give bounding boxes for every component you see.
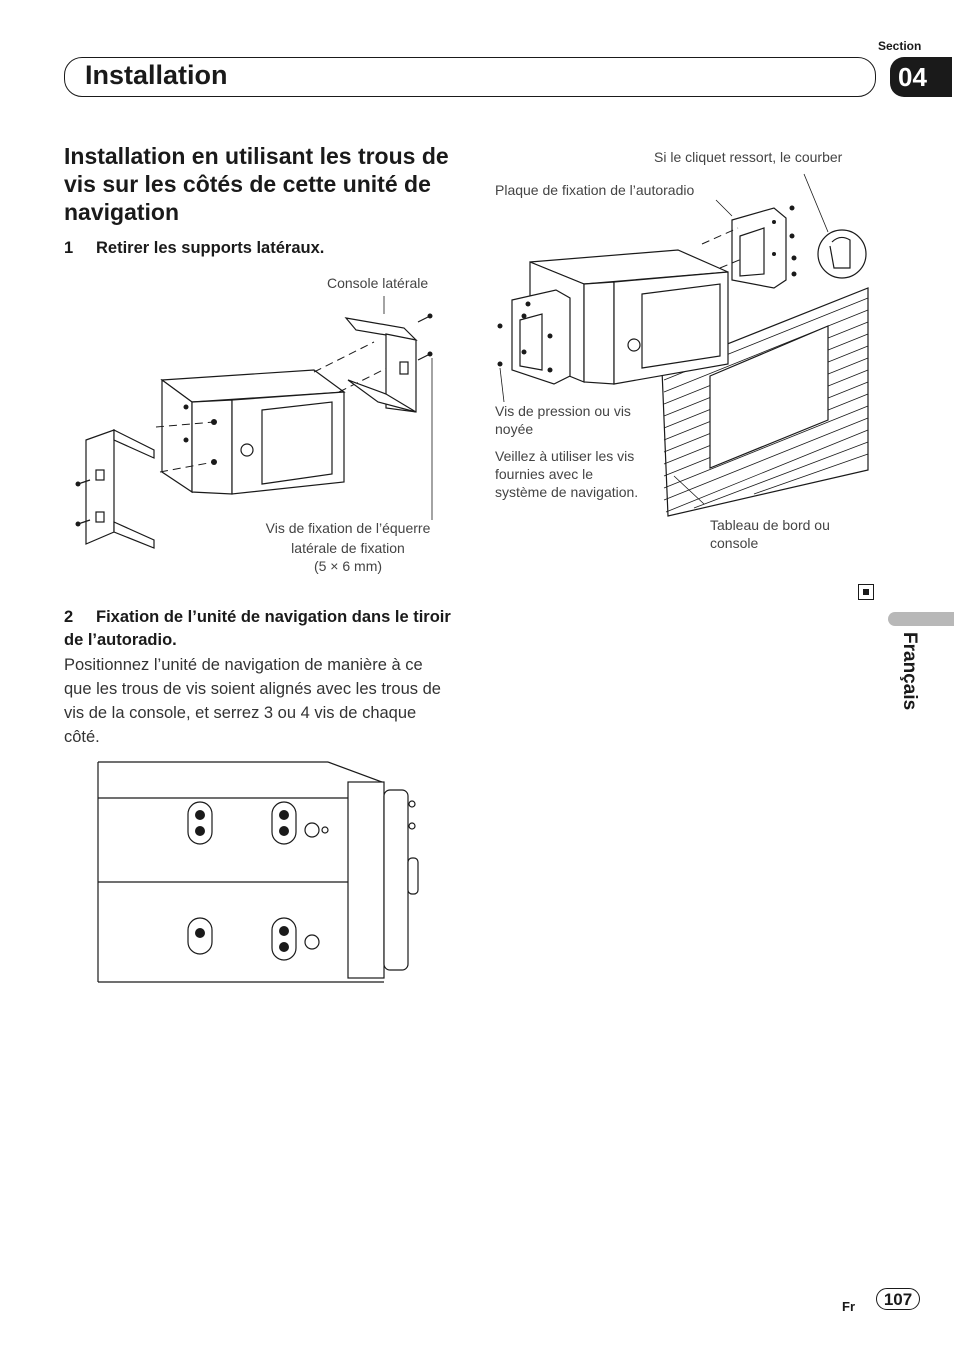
step-2-body: Positionnez l’unité de navigation de man… — [64, 656, 441, 746]
label-plaque: Plaque de fixation de l’autoradio — [495, 182, 695, 198]
figure-side-holes — [97, 761, 419, 983]
step-2-text: Fixation de l’unité de navigation dans l… — [64, 608, 451, 649]
label-tableau-line2: console — [710, 535, 759, 551]
language-label: Français — [886, 632, 926, 732]
label-vis-fixation-line2: latérale de fixation — [291, 540, 405, 556]
label-vis-fixation: Vis de fixation de l’équerre latérale de… — [240, 519, 456, 575]
language-tab — [888, 612, 954, 626]
step-2-number: 2 — [64, 608, 74, 626]
step-1-number: 1 — [64, 239, 74, 257]
step-1-text: Retirer les supports latéraux. — [96, 239, 325, 257]
page-title-bar: Installation — [64, 57, 876, 97]
section-heading: Installation en utilisant les trous de v… — [64, 143, 449, 225]
label-tableau: Tableau de bord ou console — [710, 516, 830, 552]
label-veillez-line1: Veillez à utiliser les vis — [495, 448, 635, 464]
section-number-badge: 04 — [890, 57, 952, 97]
label-vis-fixation-line1: Vis de fixation de l’équerre — [265, 520, 431, 536]
step-1: 1 Retirer les supports latéraux. — [64, 237, 464, 260]
label-vis-pression-line1: Vis de pression ou vis — [495, 403, 631, 419]
page-number: 107 — [876, 1288, 920, 1310]
section-label: Section — [878, 39, 922, 53]
label-vis-pression-line2: noyée — [495, 421, 534, 437]
page-title: Installation — [85, 60, 228, 90]
label-cliquet: Si le cliquet ressort, le courber — [654, 149, 843, 165]
label-tableau-line1: Tableau de bord ou — [710, 517, 830, 533]
label-vis-fixation-line3: (5 × 6 mm) — [313, 558, 383, 574]
label-console-laterale: Console latérale — [327, 275, 429, 291]
label-veillez-line3: système de navigation. — [495, 484, 639, 500]
figure-autoradio-plate — [497, 173, 869, 517]
section-end-mark-icon — [858, 584, 874, 600]
label-veillez-line2: fournies avec le — [495, 466, 594, 482]
figure-remove-side-brackets — [75, 296, 433, 549]
label-veillez: Veillez à utiliser les vis fournies avec… — [495, 447, 638, 501]
label-vis-pression: Vis de pression ou vis noyée — [495, 402, 631, 438]
language-label-text: Français — [899, 632, 920, 711]
footer-lang-code: Fr — [842, 1299, 855, 1314]
